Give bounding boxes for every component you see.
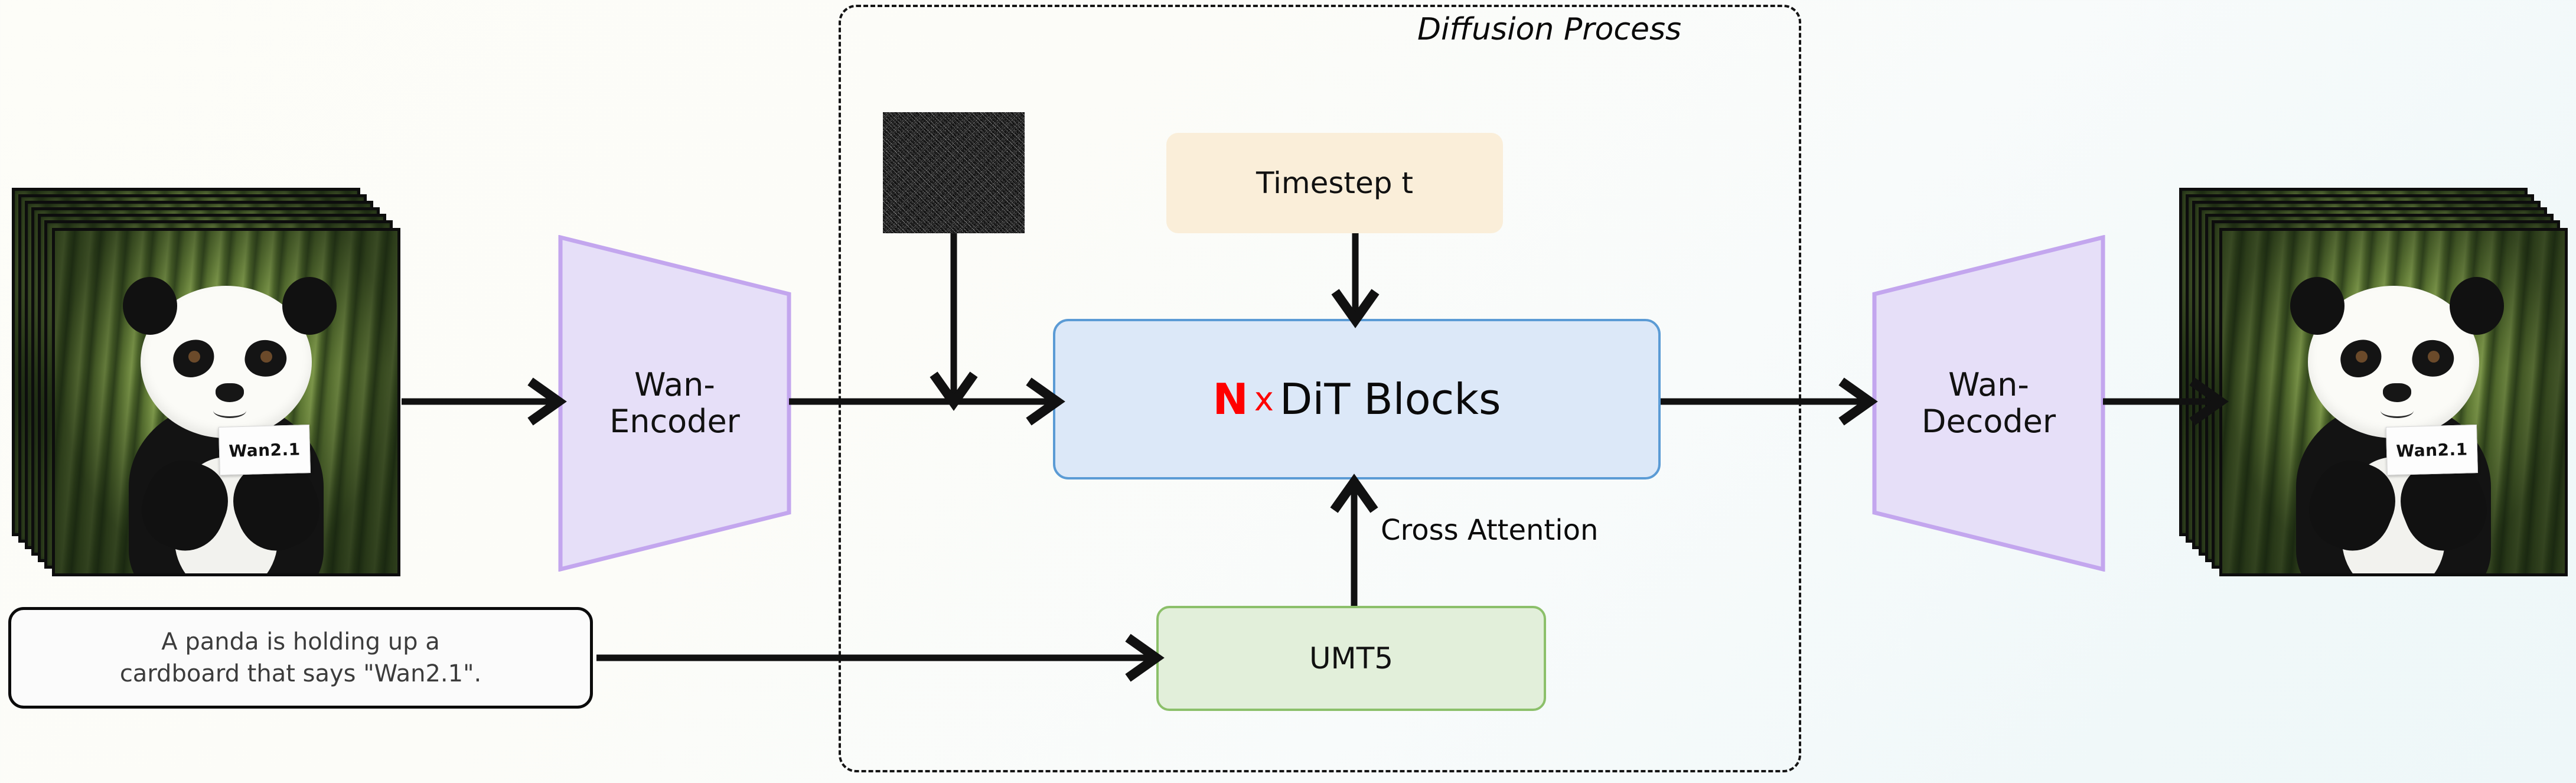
wan-encoder-label-line2: Encoder: [609, 403, 740, 440]
dit-blocks-label: DiT Blocks: [1279, 374, 1501, 424]
arrowhead-frames-to-encoder: [527, 377, 567, 426]
timestep-block[interactable]: Timestep t: [1166, 133, 1503, 233]
timestep-label: Timestep t: [1256, 166, 1413, 200]
dit-multiplier: N: [1212, 374, 1248, 424]
wan-encoder-label-line1: Wan-: [634, 366, 715, 403]
wan-decoder-block[interactable]: Wan- Decoder: [1872, 235, 2105, 572]
prompt-line-2: cardboard that says "Wan2.1".: [119, 660, 482, 687]
wan-decoder-label: Wan- Decoder: [1872, 235, 2105, 572]
output-sign-text: Wan2.1: [2395, 439, 2469, 461]
wan-decoder-label-line1: Wan-: [1948, 366, 2029, 403]
input-sign: Wan2.1: [218, 424, 311, 476]
diffusion-process-region: [839, 5, 1801, 772]
prompt-textbox[interactable]: A panda is holding up a cardboard that s…: [8, 607, 593, 709]
decoder-trapezoid-shape: [1872, 235, 2105, 572]
output-video-frame-stack: Wan2.1: [2179, 188, 2576, 601]
dit-times-symbol: x: [1254, 380, 1274, 419]
input-video-frame-stack: Wan2.1: [12, 188, 425, 601]
output-frame-front: Wan2.1: [2219, 228, 2568, 576]
encoder-trapezoid-shape: [558, 235, 791, 572]
noise-latent-patch: [883, 112, 1025, 233]
dit-blocks-block[interactable]: N x DiT Blocks: [1053, 319, 1661, 479]
wan-encoder-label: Wan- Encoder: [558, 235, 791, 572]
arrowhead-dit-to-decoder: [1838, 377, 1878, 426]
umt5-text-encoder-block[interactable]: UMT5: [1156, 606, 1546, 711]
input-frame-front: Wan2.1: [52, 228, 400, 576]
cross-attention-label: Cross Attention: [1381, 514, 1599, 547]
prompt-line-1: A panda is holding up a: [161, 628, 440, 655]
umt5-label: UMT5: [1309, 641, 1394, 676]
wan-encoder-block[interactable]: Wan- Encoder: [558, 235, 791, 572]
input-sign-text: Wan2.1: [228, 439, 301, 461]
output-sign: Wan2.1: [2385, 424, 2479, 476]
wan-decoder-label-line2: Decoder: [1921, 403, 2056, 440]
diffusion-process-label: Diffusion Process: [1417, 12, 1682, 47]
